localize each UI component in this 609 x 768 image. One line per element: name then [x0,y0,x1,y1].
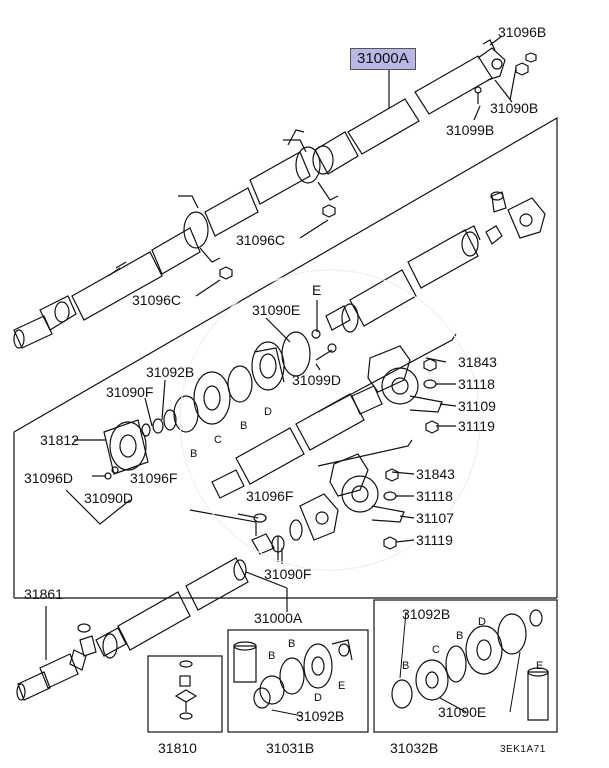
part-label-c-1[interactable]: C [214,434,222,446]
mid-shaft [211,385,383,499]
part-label-e-top[interactable]: E [312,282,322,298]
rear-shaft [103,191,546,480]
part-label-31109[interactable]: 31109 [458,398,496,414]
part-label-31099b[interactable]: 31099B [446,122,495,138]
part-label-31096c-upper[interactable]: 31096C [236,232,286,248]
part-label-e-box1[interactable]: E [338,680,346,692]
part-label-b-box1b[interactable]: B [268,650,276,662]
part-label-d-1[interactable]: D [264,406,272,418]
part-label-e-box2[interactable]: E [536,660,544,672]
part-label-31090f-mid[interactable]: 31090F [106,384,154,400]
part-label-31000a-lower[interactable]: 31000A [254,610,303,626]
part-label-31096f-2[interactable]: 31096F [246,488,294,504]
part-label-31090b[interactable]: 31090B [490,100,539,116]
part-label-31000a-main[interactable]: 31000A [350,48,416,70]
part-label-31107[interactable]: 31107 [416,510,454,526]
part-label-31118-1[interactable]: 31118 [458,376,495,392]
part-label-31090e-box2[interactable]: 31090E [438,704,487,720]
part-label-31843-1[interactable]: 31843 [458,354,497,370]
part-label-31096d[interactable]: 31096D [24,470,74,486]
part-label-31119-1[interactable]: 31119 [458,418,495,434]
part-label-d-box2[interactable]: D [478,616,486,628]
part-label-31032b[interactable]: 31032B [390,740,439,756]
diagram-code: 3EK1A71 [500,744,546,755]
part-label-31861[interactable]: 31861 [24,586,63,602]
part-label-31090e[interactable]: 31090E [252,302,301,318]
lower-shaft [16,557,249,701]
main-shaft-top [13,39,537,349]
part-label-b-box2b[interactable]: B [402,660,410,672]
part-label-31099d[interactable]: 31099D [292,372,342,388]
part-label-31092b-mid[interactable]: 31092B [146,364,195,380]
frame-line [13,116,558,598]
part-label-31092b-box1[interactable]: 31092B [296,708,345,724]
part-label-b-box2a[interactable]: B [456,630,464,642]
part-label-31096b[interactable]: 31096B [498,24,547,40]
part-label-b-2[interactable]: B [240,420,248,432]
part-label-31810[interactable]: 31810 [158,740,197,756]
part-label-31096c-lower[interactable]: 31096C [132,292,182,308]
bearing-31107 [329,453,405,550]
part-label-31092b-box2[interactable]: 31092B [402,606,451,622]
part-label-d-box1[interactable]: D [314,692,322,704]
part-label-31843-2[interactable]: 31843 [416,466,455,482]
part-label-31090d[interactable]: 31090D [84,490,134,506]
part-label-31812[interactable]: 31812 [40,432,79,448]
part-label-31096f-1[interactable]: 31096F [130,470,178,486]
part-label-b-box1a[interactable]: B [288,638,296,650]
part-label-31118-2[interactable]: 31118 [416,488,453,504]
part-label-b-1[interactable]: B [190,448,198,460]
part-label-31090f-low[interactable]: 31090F [264,566,312,582]
part-label-c-box2[interactable]: C [432,644,440,656]
part-label-31119-2[interactable]: 31119 [416,532,453,548]
part-label-31031b[interactable]: 31031B [266,740,315,756]
